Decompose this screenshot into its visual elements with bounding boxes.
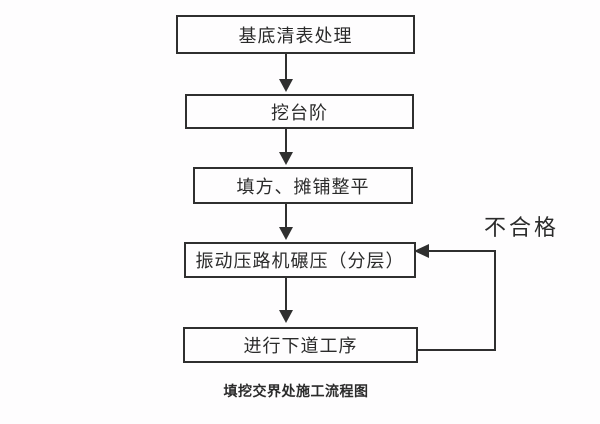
flow-step-excavate-steps: 挖台阶 <box>185 94 414 129</box>
flow-step-roller-compaction: 振动压路机碾压（分层） <box>184 242 416 278</box>
flow-step-next-process: 进行下道工序 <box>183 327 418 363</box>
arrow-down-icon <box>279 79 293 92</box>
feedback-loop-right-line <box>494 250 496 351</box>
flow-step-base-clearing: 基底清表处理 <box>176 15 415 54</box>
connector-line-4 <box>285 277 287 312</box>
flow-step-label: 进行下道工序 <box>243 336 358 356</box>
connector-line-3 <box>285 203 287 229</box>
feedback-loop-bottom-line <box>416 349 496 351</box>
connector-line-1 <box>285 54 287 81</box>
arrow-down-icon <box>279 152 293 165</box>
feedback-loop-top-line <box>429 250 496 252</box>
connector-line-2 <box>285 128 287 154</box>
arrow-down-icon <box>279 227 293 240</box>
flow-step-fill-paving: 填方、摊铺整平 <box>193 167 413 204</box>
feedback-label: 不合格 <box>484 215 560 240</box>
flowchart-caption: 填挖交界处施工流程图 <box>223 383 369 399</box>
flow-step-label: 振动压路机碾压（分层） <box>195 251 405 271</box>
flow-step-label: 填方、摊铺整平 <box>236 176 370 197</box>
flow-step-label: 基底清表处理 <box>238 25 353 46</box>
arrow-left-icon <box>414 244 429 258</box>
arrow-down-icon <box>279 310 293 323</box>
flow-step-label: 挖台阶 <box>271 102 328 123</box>
